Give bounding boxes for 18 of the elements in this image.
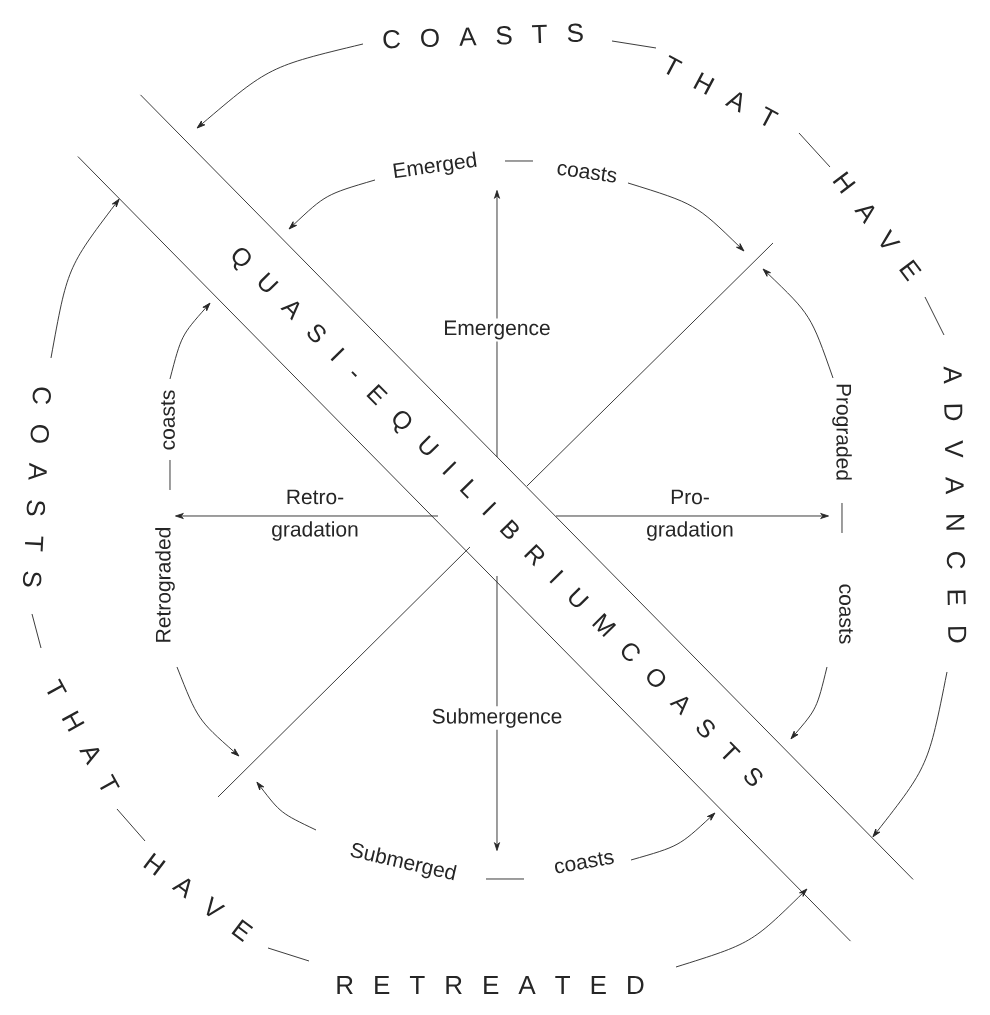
- axis-label: Pro-: [668, 487, 712, 507]
- ring-label: A D V A N C E D: [943, 366, 967, 643]
- arc-label: coasts: [555, 852, 614, 874]
- ring-label: C O A S T S: [22, 387, 51, 587]
- arc-label: Emerged: [393, 151, 477, 179]
- ring-label: C O A S T S: [383, 23, 583, 49]
- arc-label: coasts: [557, 163, 617, 183]
- axis-label: gradation: [269, 519, 361, 543]
- arc-label: coasts: [161, 390, 175, 450]
- arc-label: coasts: [839, 584, 853, 644]
- axis-label: Emergence: [441, 318, 553, 342]
- axis-label: gradation: [644, 519, 736, 543]
- arc-label: Prograded: [832, 384, 852, 480]
- ring-label: R E T R E A T E D: [337, 976, 644, 994]
- axis-label: Submergence: [429, 706, 565, 730]
- ring-label: H A V E: [143, 852, 254, 942]
- arc-label: Retrograded: [155, 528, 175, 642]
- axis-label: Retro-: [283, 487, 347, 507]
